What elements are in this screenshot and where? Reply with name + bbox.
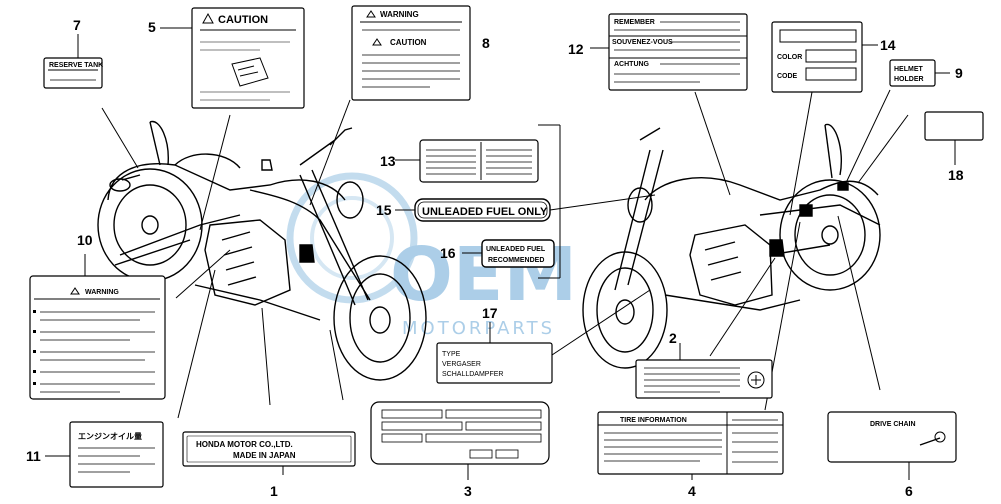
honda-text: HONDA MOTOR CO.,LTD. (196, 440, 293, 449)
achtung-text: ACHTUNG (614, 61, 650, 68)
label-reserve-tank: RESERVE TANK 7 (43, 17, 103, 89)
unleaded-only-text: UNLEADED FUEL ONLY (422, 206, 548, 218)
engine-oil-text: エンジンオイル量 (78, 431, 142, 441)
warning-top-text: WARNING (380, 10, 419, 19)
label-helmet-holder-9: HELMET HOLDER 9 (889, 59, 963, 87)
tire-info-text: TIRE INFORMATION (620, 417, 687, 424)
remember-text: REMEMBER (614, 19, 655, 26)
leader-lines (84, 42, 956, 475)
color-text: COLOR (777, 54, 802, 61)
caution-8-text: CAUTION (390, 38, 427, 47)
made-in-japan-text: MADE IN JAPAN (233, 451, 296, 460)
label-table-13: 13 (380, 139, 539, 183)
unleaded-rec-line1: UNLEADED FUEL (486, 246, 546, 253)
watermark-sub: MOTORPARTS (402, 318, 555, 339)
label-color-code-14: COLOR CODE 14 (771, 21, 896, 93)
vergaser-text: VERGASER (442, 361, 481, 368)
label-warning-10: WARNING 10 (29, 232, 166, 400)
callout-3: 3 (464, 483, 472, 499)
label-plate-3: 3 (370, 401, 550, 499)
callout-2: 2 (669, 330, 677, 346)
label-type-17: TYPE VERGASER SCHALLDAMPFER 17 (436, 305, 553, 384)
callout-4: 4 (688, 483, 696, 499)
label-unleaded-only-15: UNLEADED FUEL ONLY 15 (376, 198, 551, 222)
label-warning-8: WARNING CAUTION 8 (351, 5, 490, 101)
label-engine-oil-11: エンジンオイル量 11 (26, 421, 164, 488)
callout-6: 6 (905, 483, 913, 499)
souvenez-text: SOUVENEZ-VOUS (612, 39, 673, 46)
label-drive-chain-6: DRIVE CHAIN 6 (827, 411, 957, 499)
callout-12: 12 (568, 41, 584, 57)
callout-9: 9 (955, 65, 963, 81)
label-info-2: 2 (635, 330, 773, 399)
label-unleaded-rec-16: UNLEADED FUEL RECOMMENDED 16 (440, 239, 555, 268)
caution-text: CAUTION (218, 14, 268, 26)
unleaded-rec-line2: RECOMMENDED (488, 257, 544, 264)
callout-11: 11 (26, 448, 41, 464)
reserve-tank-text: RESERVE TANK (49, 62, 103, 69)
callout-5: 5 (148, 19, 156, 35)
callout-15: 15 (376, 202, 392, 218)
drive-chain-text: DRIVE CHAIN (870, 421, 916, 428)
callout-13: 13 (380, 153, 396, 169)
type-text: TYPE (442, 351, 461, 358)
callout-8: 8 (482, 35, 490, 51)
callout-7: 7 (73, 17, 81, 33)
label-tire-info-4: TIRE INFORMATION 4 (597, 411, 784, 499)
schall-text: SCHALLDAMPFER (442, 371, 503, 378)
helmet-text: HELMET (894, 66, 924, 73)
code-text: CODE (777, 73, 798, 80)
label-blank-18: 18 (924, 111, 984, 183)
callout-10: 10 (77, 232, 93, 248)
callout-1: 1 (270, 483, 278, 499)
right-motorcycle (582, 123, 881, 369)
holder-text: HOLDER (894, 76, 924, 83)
callout-18: 18 (948, 167, 964, 183)
label-honda-plate-1: HONDA MOTOR CO.,LTD. MADE IN JAPAN 1 (182, 431, 356, 499)
callout-16: 16 (440, 245, 456, 261)
label-caution-5: CAUTION 5 (148, 7, 305, 109)
warning-10-text: WARNING (85, 289, 119, 296)
callout-17: 17 (482, 305, 498, 321)
label-remember-12: REMEMBER SOUVENEZ-VOUS ACHTUNG 12 (568, 13, 748, 91)
left-motorcycle (97, 120, 427, 381)
callout-14: 14 (880, 37, 896, 53)
